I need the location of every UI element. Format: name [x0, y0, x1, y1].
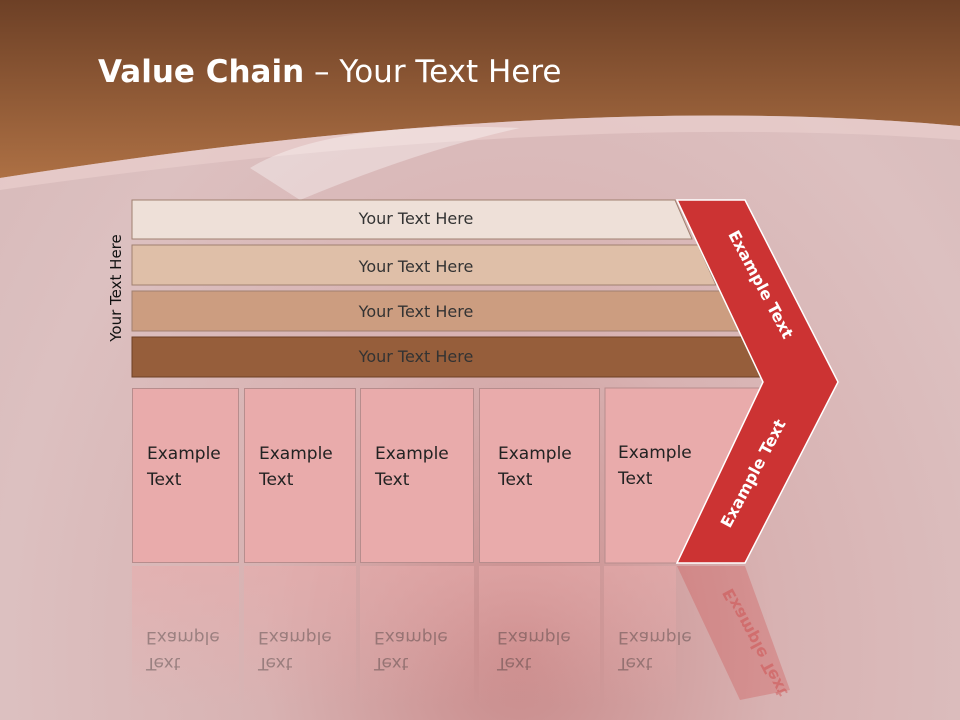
- box-4-reflection-line2: Text: [497, 653, 532, 673]
- example-box-5-text: Example Text: [618, 440, 714, 492]
- box-1-reflection-text: Text Example: [146, 624, 242, 676]
- example-box-5-line1: Example: [618, 443, 692, 463]
- bar-4-label: Your Text Here: [358, 347, 474, 366]
- example-box-4-line2: Text: [498, 470, 533, 490]
- box-4-reflection: Text Example: [479, 566, 600, 706]
- box-1-reflection: Text Example: [132, 566, 239, 706]
- example-box-2[interactable]: Example Text: [244, 388, 356, 563]
- example-box-4[interactable]: Example Text: [479, 388, 600, 563]
- box-3-reflection-text: Text Example: [374, 624, 470, 676]
- bar-2[interactable]: [131, 244, 717, 286]
- header-band: [0, 0, 960, 200]
- box-1-reflection-line1: Example: [146, 627, 220, 647]
- box-2-reflection-text: Text Example: [258, 624, 354, 676]
- example-box-3[interactable]: Example Text: [360, 388, 474, 563]
- example-box-3-line1: Example: [375, 444, 449, 464]
- example-box-1[interactable]: Example Text: [132, 388, 239, 563]
- example-box-5[interactable]: Example Text: [604, 388, 692, 563]
- chevron-arrow[interactable]: [675, 199, 839, 564]
- example-box-3-line2: Text: [375, 470, 410, 490]
- box-3-reflection: Text Example: [360, 566, 474, 706]
- title-rest: – Your Text Here: [304, 54, 562, 90]
- title-bold: Value Chain: [98, 54, 305, 90]
- box-1-reflection-line2: Text: [146, 653, 181, 673]
- feather-shape: [250, 126, 520, 200]
- box-5-reflection-text: Text Example: [618, 624, 714, 676]
- example-box-4-text: Example Text: [498, 441, 594, 493]
- box-2-reflection-line1: Example: [258, 627, 332, 647]
- example-box-1-text: Example Text: [147, 441, 243, 493]
- box-5-reflection: Text Example: [604, 566, 692, 706]
- box-4-reflection-line1: Example: [497, 627, 571, 647]
- bar-1[interactable]: [131, 199, 693, 240]
- box-4-reflection-text: Text Example: [497, 624, 593, 676]
- example-box-2-line2: Text: [259, 470, 294, 490]
- box-2-reflection-line2: Text: [258, 653, 293, 673]
- example-box-5-line2: Text: [618, 469, 653, 489]
- box-2-reflection: Text Example: [244, 566, 356, 706]
- box-5-reflection-line1: Example: [618, 627, 692, 647]
- example-box-3-text: Example Text: [375, 441, 471, 493]
- box-3-reflection-line2: Text: [374, 653, 409, 673]
- example-box-1-line1: Example: [147, 444, 221, 464]
- bar-3-label: Your Text Here: [358, 302, 474, 321]
- box-3-reflection-line1: Example: [374, 627, 448, 647]
- page-title: Value Chain – Your Text Here: [98, 54, 561, 90]
- example-box-4-line1: Example: [498, 444, 572, 464]
- chevron-reflection: [677, 566, 790, 700]
- bar-2-label: Your Text Here: [358, 257, 474, 276]
- example-box-1-line2: Text: [147, 470, 182, 490]
- example-box-2-text: Example Text: [259, 441, 355, 493]
- example-box-2-line1: Example: [259, 444, 333, 464]
- bar-1-label: Your Text Here: [358, 209, 474, 228]
- box-5-reflection-line2: Text: [618, 653, 653, 673]
